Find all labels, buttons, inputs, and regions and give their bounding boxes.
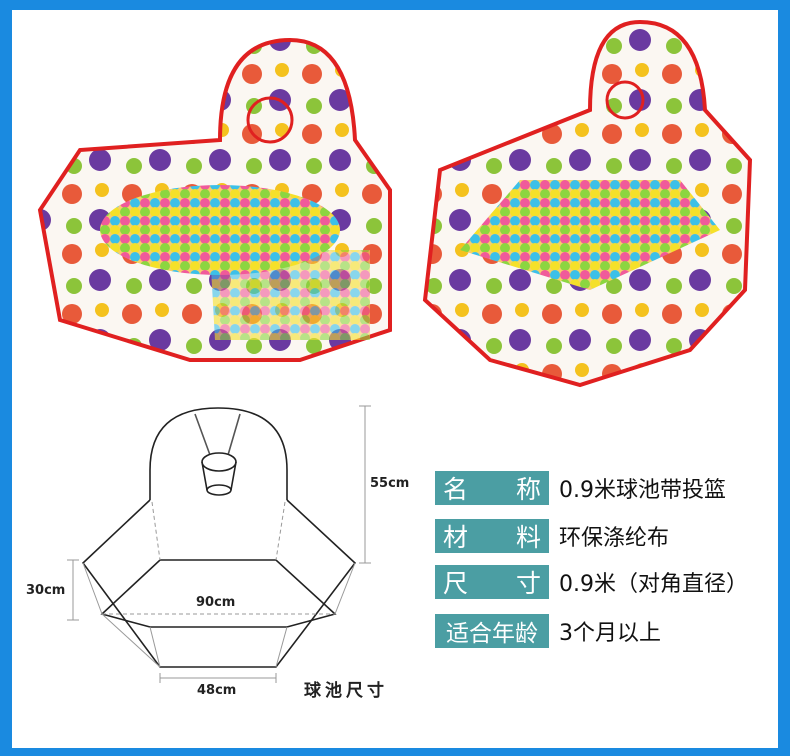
spec-label-a: 名	[443, 475, 469, 504]
spec-label: 适合年龄	[435, 614, 549, 648]
spec-value: 0.9米（对角直径）	[559, 572, 748, 597]
spec-label-a: 材	[443, 523, 469, 552]
ball-pit-photo-right	[422, 19, 753, 388]
spec-row-name: 名称 0.9米球池带投篮	[435, 471, 726, 505]
diagram-caption: 球池尺寸	[304, 681, 388, 701]
spec-label-a: 尺	[443, 569, 469, 598]
ball-pit-photo-left	[37, 37, 392, 362]
spec-value: 3个月以上	[559, 621, 661, 646]
spec-value: 环保涤纶布	[559, 526, 670, 551]
diagonal-label: 90cm	[196, 595, 236, 610]
spec-value: 0.9米球池带投篮	[559, 478, 726, 503]
spec-label-b: 寸	[515, 569, 541, 598]
spec-row-material: 材料 环保涤纶布	[435, 519, 669, 553]
spec-label-b: 称	[515, 475, 541, 504]
spec-label-a: 适合年龄	[446, 621, 538, 647]
edge-label: 48cm	[197, 683, 237, 698]
spec-label-b: 料	[515, 523, 541, 552]
spec-row-size: 尺寸 0.9米（对角直径）	[435, 565, 748, 599]
spec-row-age: 适合年龄 3个月以上	[435, 614, 661, 648]
spec-label: 材料	[435, 519, 549, 553]
spec-label: 尺寸	[435, 565, 549, 599]
side-height-label: 30cm	[26, 583, 66, 598]
spec-label: 名称	[435, 471, 549, 505]
size-diagram	[67, 405, 371, 683]
back-height-label: 55cm	[370, 476, 410, 491]
